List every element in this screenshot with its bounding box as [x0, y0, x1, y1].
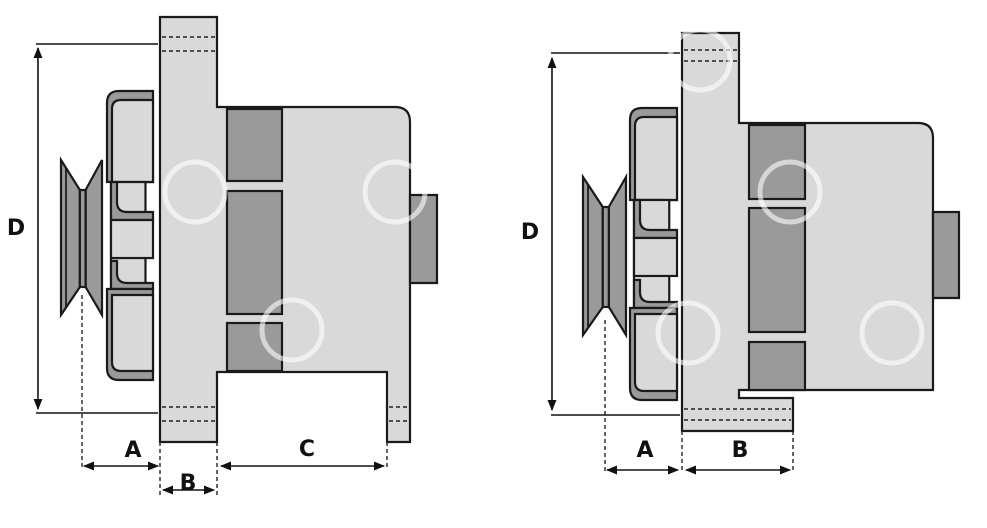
cooling-fan [105, 89, 155, 382]
fan-blade-bottom [633, 312, 679, 393]
mounting-hole-lines [162, 36, 408, 422]
stator-band-top [225, 107, 284, 183]
stator-band-bottom [747, 340, 807, 392]
watermark-logos [162, 27, 925, 366]
pulley [59, 156, 104, 320]
fan-blade-top [110, 98, 155, 184]
dimension-a-label: A [636, 438, 653, 463]
stator-band-bottom [225, 321, 284, 373]
pulley-groove [601, 205, 610, 309]
pulley-groove [78, 188, 87, 289]
housing-body [158, 15, 412, 444]
housing-body [680, 31, 935, 433]
stator-band-middle [225, 189, 284, 316]
rear-connector [408, 193, 439, 285]
alternator-right: D A B [521, 31, 961, 475]
rear-connector [931, 210, 961, 300]
dimension-c-label: C [299, 437, 315, 462]
stator-band-middle [747, 206, 807, 334]
fan-blade-mid-upper [109, 180, 155, 222]
dimension-d-label: D [521, 220, 539, 245]
cooling-fan [628, 106, 679, 402]
fan-blade-mid [632, 236, 679, 278]
dimension-b-label: B [732, 438, 749, 463]
alternator-left: D A B C [7, 15, 439, 498]
fan-blade-mid-lower [109, 259, 155, 291]
fan-blade-mid-upper [632, 198, 679, 240]
pulley-front-flange [581, 173, 604, 339]
dimension-b-label: B [180, 471, 197, 496]
pulley-rear-flange [607, 172, 628, 339]
dimension-d-label: D [7, 216, 25, 241]
pulley-rear-flange [84, 159, 104, 320]
fan-blade-top [633, 115, 679, 202]
fan-blade-mid [109, 218, 155, 260]
dimension-a-label: A [124, 438, 141, 463]
pulley-front-flange [59, 156, 81, 319]
pulley [581, 172, 628, 339]
fan-blade-bottom [110, 293, 155, 373]
